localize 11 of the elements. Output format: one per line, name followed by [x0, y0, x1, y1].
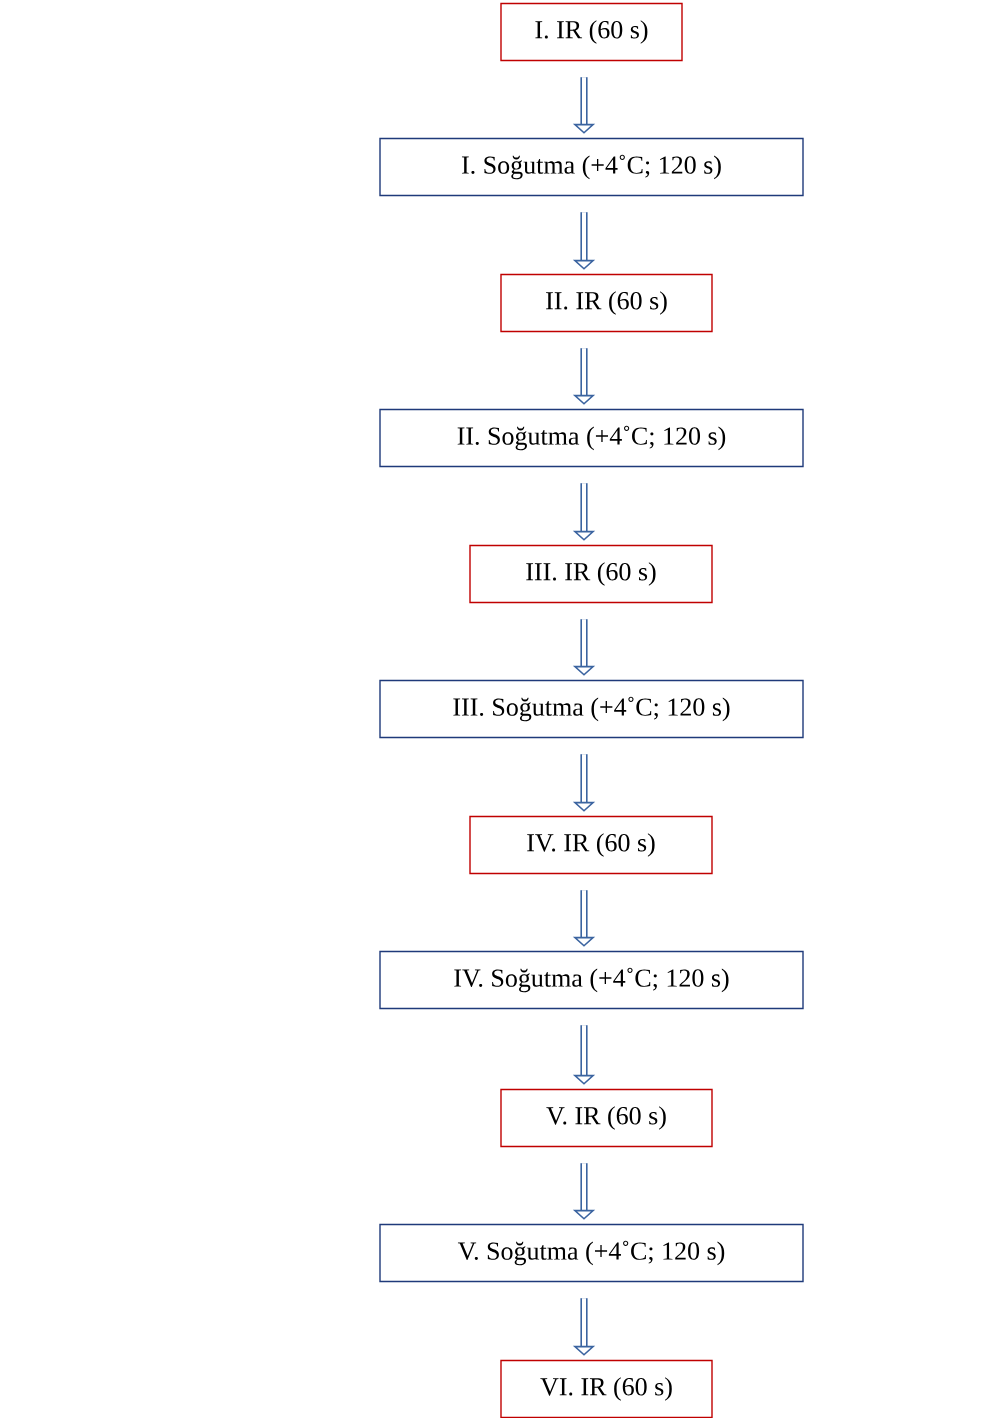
cooling-step-box: III. Soğutma (+4˚C; 120 s): [379, 679, 804, 739]
cooling-step-box: IV. Soğutma (+4˚C; 120 s): [379, 950, 804, 1010]
cooling-step-box: II. Soğutma (+4˚C; 120 s): [379, 408, 804, 468]
ir-step-box: II. IR (60 s): [500, 273, 713, 333]
ir-step-box: IV. IR (60 s): [469, 815, 713, 875]
ir-step-box: III. IR (60 s): [469, 544, 713, 604]
cooling-step-box: I. Soğutma (+4˚C; 120 s): [379, 137, 804, 197]
ir-step-box: VI. IR (60 s): [500, 1359, 713, 1418]
ir-step-box: V. IR (60 s): [500, 1088, 713, 1148]
cooling-step-box: V. Soğutma (+4˚C; 120 s): [379, 1223, 804, 1283]
ir-step-box: I. IR (60 s): [500, 2, 683, 62]
